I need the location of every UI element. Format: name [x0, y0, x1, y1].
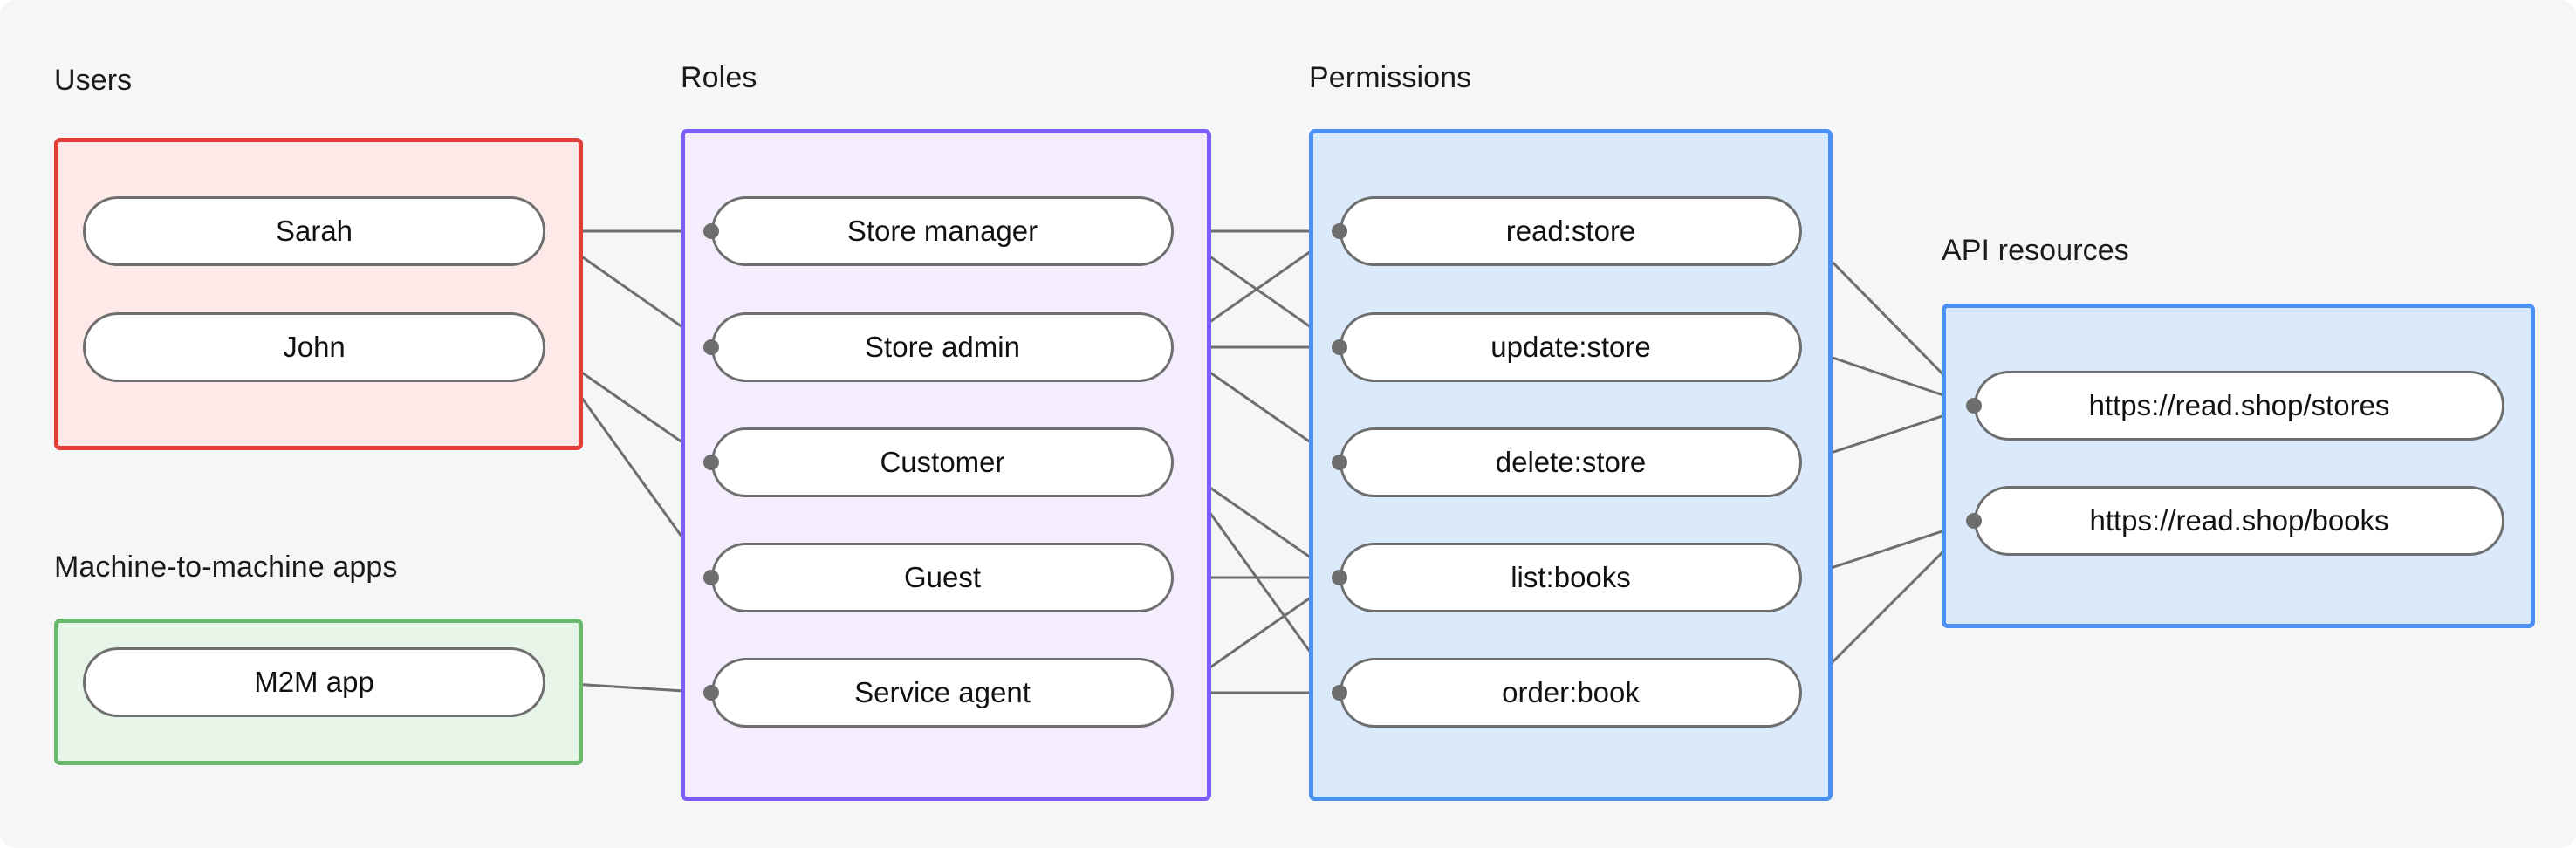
node-guest[interactable]: Guest [711, 543, 1174, 612]
port-guest [703, 570, 719, 585]
node-sarah[interactable]: Sarah [83, 196, 545, 266]
node-delete-store[interactable]: delete:store [1339, 427, 1802, 497]
node-label: Service agent [854, 676, 1031, 708]
node-john[interactable]: John [83, 312, 545, 382]
group-title-permissions: Permissions [1309, 61, 1472, 94]
port-api-stores [1966, 398, 1982, 414]
port-store-manager [703, 223, 719, 239]
node-label: Customer [880, 446, 1005, 478]
node-label: https://read.shop/books [2089, 504, 2389, 537]
group-box-api-resources [1942, 304, 2535, 628]
node-label: list:books [1511, 561, 1631, 593]
node-api-stores[interactable]: https://read.shop/stores [1974, 371, 2504, 441]
node-customer[interactable]: Customer [711, 427, 1174, 497]
node-read-store[interactable]: read:store [1339, 196, 1802, 266]
node-api-books[interactable]: https://read.shop/books [1974, 486, 2504, 556]
group-title-api: API resources [1942, 234, 2129, 267]
node-update-store[interactable]: update:store [1339, 312, 1802, 382]
port-list-books [1332, 570, 1347, 585]
group-title-roles: Roles [681, 61, 757, 94]
node-label: Sarah [275, 215, 353, 247]
group-box-users [54, 138, 583, 450]
group-title-users: Users [54, 64, 133, 97]
node-label: Store admin [865, 331, 1020, 363]
node-m2m-app[interactable]: M2M app [83, 647, 545, 717]
port-customer [703, 455, 719, 470]
node-label: Guest [903, 561, 982, 593]
node-order-book[interactable]: order:book [1339, 658, 1802, 728]
group-title-m2m: Machine-to-machine apps [54, 551, 398, 584]
port-delete-store [1332, 455, 1347, 470]
port-order-book [1332, 685, 1347, 701]
node-list-books[interactable]: list:books [1339, 543, 1802, 612]
node-label: https://read.shop/stores [2088, 389, 2390, 421]
node-label: delete:store [1495, 446, 1647, 478]
node-label: Store manager [846, 215, 1038, 247]
node-service-agent[interactable]: Service agent [711, 658, 1174, 728]
port-update-store [1332, 339, 1347, 355]
node-label: M2M app [254, 666, 374, 698]
node-store-manager[interactable]: Store manager [711, 196, 1174, 266]
node-label: update:store [1490, 331, 1651, 363]
node-store-admin[interactable]: Store admin [711, 312, 1174, 382]
node-label: John [283, 331, 346, 363]
port-store-admin [703, 339, 719, 355]
port-service-agent [703, 685, 719, 701]
port-read-store [1332, 223, 1347, 239]
node-label: order:book [1502, 676, 1640, 708]
node-label: read:store [1505, 215, 1636, 247]
port-api-books [1966, 513, 1982, 529]
